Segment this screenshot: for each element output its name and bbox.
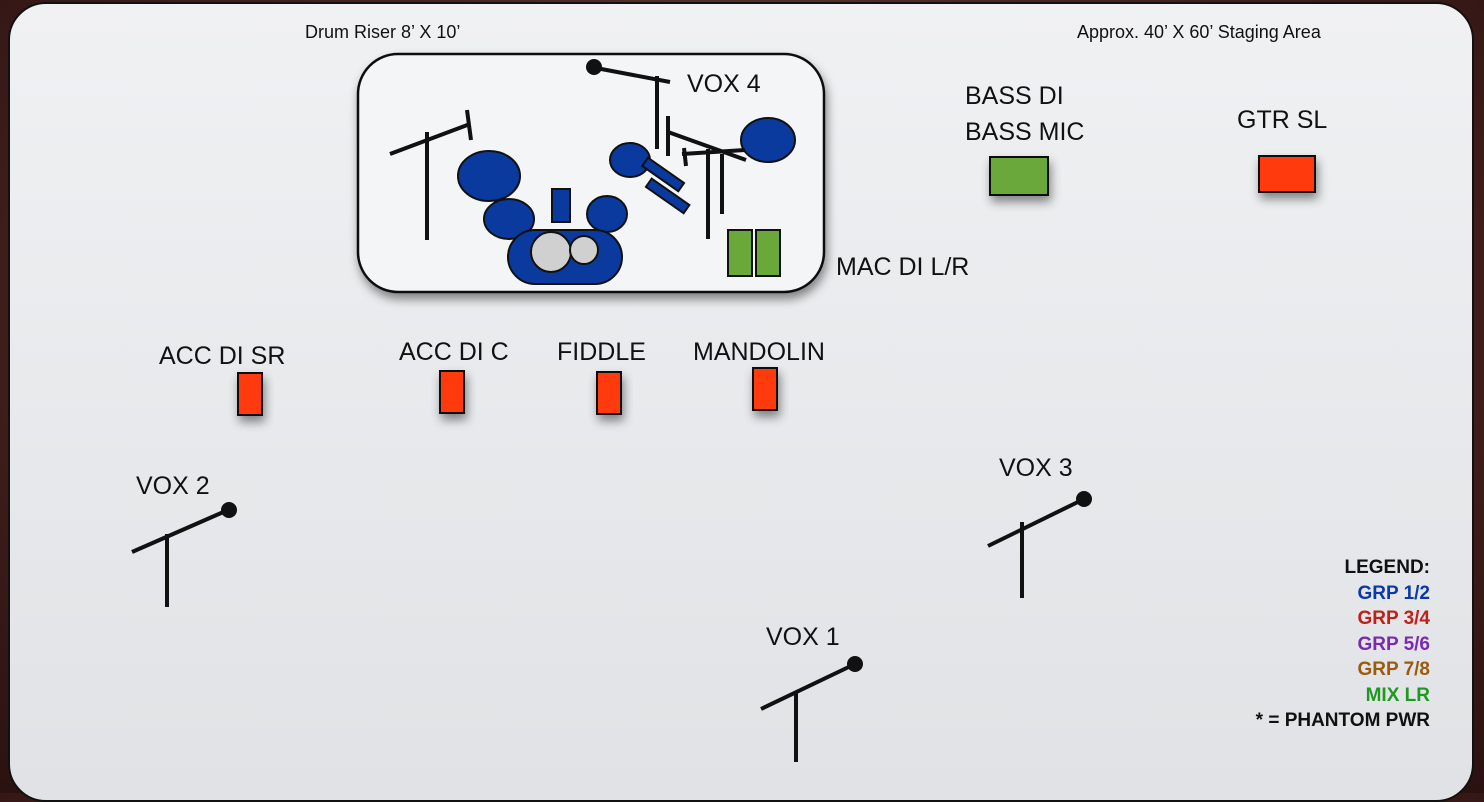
acc-di-c-box (439, 370, 465, 414)
drum-stands (389, 76, 747, 240)
mac-di-label: MAC DI L/R (836, 253, 970, 281)
vox3-mic-stand (987, 491, 1092, 598)
legend-phantom-note: * = PHANTOM PWR (1255, 710, 1430, 731)
tom-left (457, 150, 521, 202)
legend-grp-5-6: GRP 5/6 (1357, 633, 1430, 655)
kick-head-1 (530, 231, 572, 273)
riser-label: Drum Riser 8’ X 10’ (305, 22, 461, 42)
vox4-label: VOX 4 (687, 70, 761, 98)
drum-kit (457, 117, 796, 285)
fiddle-box (596, 371, 622, 415)
legend-grp-1-2: GRP 1/2 (1357, 582, 1430, 604)
kick-head-2 (569, 235, 599, 265)
staging-area: Drum Riser 8’ X 10’ Approx. 40’ X 60’ St… (8, 2, 1474, 802)
vox3-label: VOX 3 (999, 454, 1073, 482)
vox1-mic-stand (760, 656, 863, 762)
gtr-sl-label: GTR SL (1237, 106, 1328, 134)
tom-mid (609, 142, 651, 178)
gtr-sl-box (1258, 155, 1316, 193)
vox4-mic (586, 59, 671, 84)
vox2-mic-stand (131, 502, 237, 607)
stage-plot (131, 52, 1316, 762)
bass-mic-label: BASS MIC (965, 118, 1085, 146)
floor-tom (483, 198, 535, 240)
pedal-2 (644, 177, 691, 215)
legend: LEGEND: GRP 1/2 GRP 3/4 GRP 5/6 GRP 7/8 … (1256, 555, 1430, 734)
snare-tab (551, 188, 571, 223)
bass-di-box (989, 156, 1049, 196)
fiddle-label: FIDDLE (557, 338, 646, 366)
acc-di-c-label: ACC DI C (399, 338, 509, 366)
legend-title: LEGEND: (1344, 557, 1431, 578)
mandolin-label: MANDOLIN (693, 338, 825, 366)
legend-grp-7-8: GRP 7/8 (1357, 659, 1430, 680)
pedal-1 (640, 156, 686, 193)
tom-right (586, 195, 628, 233)
legend-grp-3-4: GRP 3/4 (1357, 608, 1430, 629)
acc-di-sr-label: ACC DI SR (159, 342, 286, 370)
vox1-label: VOX 1 (766, 623, 840, 651)
vox2-label: VOX 2 (136, 472, 210, 500)
bass-di-label: BASS DI (965, 82, 1064, 110)
area-label: Approx. 40’ X 60’ Staging Area (1077, 22, 1321, 42)
mandolin-box (752, 367, 778, 411)
acc-di-sr-box (237, 372, 263, 416)
cymbal-right (740, 117, 796, 163)
mac-di-boxes (727, 229, 781, 277)
legend-mix-lr: MIX LR (1365, 684, 1430, 706)
